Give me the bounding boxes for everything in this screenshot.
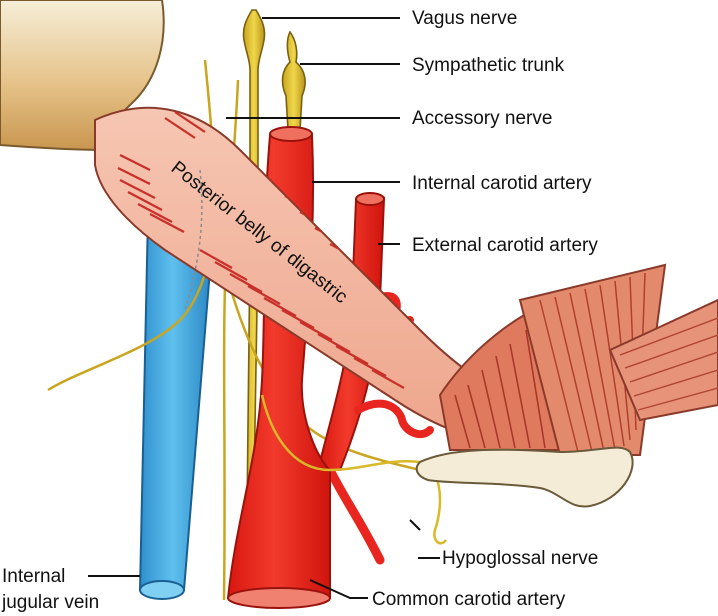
- label-vagus-nerve: Vagus nerve: [412, 8, 517, 29]
- hyoid-bone: [415, 446, 634, 508]
- label-internal-carotid-artery: Internal carotid artery: [412, 173, 592, 194]
- leader-lines: [88, 17, 440, 599]
- hypoglossal-nerve-icon: [260, 394, 447, 545]
- hyoid-muscles: [438, 263, 718, 456]
- label-accessory-nerve: Accessory nerve: [412, 108, 552, 129]
- label-sympathetic-trunk: Sympathetic trunk: [412, 55, 565, 76]
- label-external-carotid-artery: External carotid artery: [412, 235, 598, 256]
- label-ijv-line1: Internal: [2, 566, 65, 587]
- label-common-carotid-artery: Common carotid artery: [372, 589, 566, 610]
- label-ijv-line2: jugular vein: [1, 592, 99, 613]
- internal-jugular-vein: [138, 213, 214, 600]
- sympathetic-trunk-icon: [281, 30, 306, 131]
- label-hypoglossal-nerve: Hypoglossal nerve: [442, 548, 598, 569]
